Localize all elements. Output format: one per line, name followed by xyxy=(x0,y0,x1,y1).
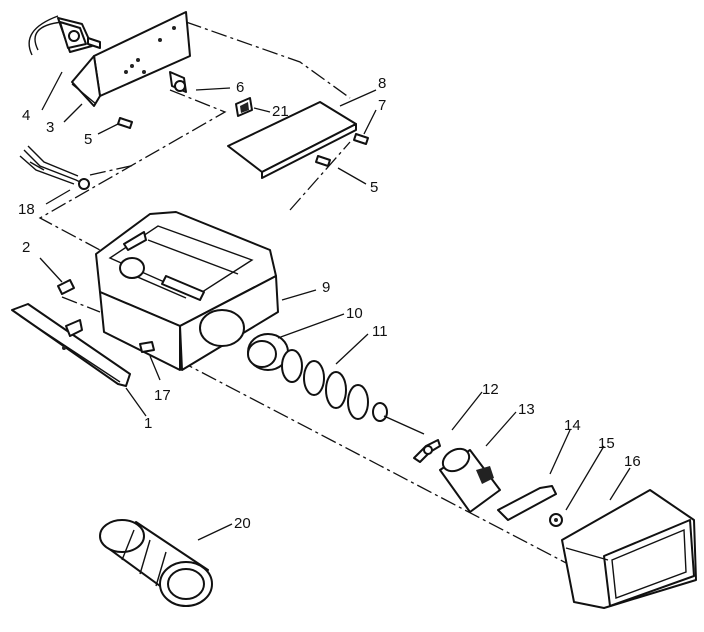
part-cover-plate xyxy=(227,101,357,179)
callout-18: 18 xyxy=(18,201,35,218)
assembly-lines xyxy=(38,21,571,566)
part-mounting-bracket xyxy=(71,11,191,107)
callout-16: 16 xyxy=(624,453,641,470)
callout-11: 11 xyxy=(372,323,388,340)
callout-15: 15 xyxy=(598,435,615,452)
callout-labels: 4 3 5 6 21 8 7 5 18 2 9 10 11 17 1 12 13… xyxy=(18,75,641,532)
callout-9: 9 xyxy=(322,279,330,296)
part-clip xyxy=(169,71,187,93)
part-motor xyxy=(28,15,101,56)
callout-14: 14 xyxy=(564,417,581,434)
part-screw-17 xyxy=(139,341,155,353)
part-drum xyxy=(99,519,213,607)
callout-2: 2 xyxy=(22,239,30,256)
callout-5-upper: 5 xyxy=(84,131,92,148)
part-block xyxy=(235,97,253,117)
part-screw-2 xyxy=(57,279,75,295)
callout-6: 6 xyxy=(236,79,244,96)
callout-17: 17 xyxy=(154,387,171,404)
part-front-housing xyxy=(561,489,697,609)
part-cylinder xyxy=(439,447,501,513)
callout-10: 10 xyxy=(346,305,363,322)
part-blade xyxy=(413,439,441,463)
callout-4: 4 xyxy=(22,107,30,124)
part-screws xyxy=(117,117,369,167)
part-end-cap xyxy=(247,333,289,371)
callout-leaders xyxy=(39,71,631,541)
part-bin-housing xyxy=(95,211,279,371)
callout-5-lower: 5 xyxy=(370,179,378,196)
callout-1: 1 xyxy=(144,415,152,432)
part-wire-harness xyxy=(19,145,90,190)
callout-13: 13 xyxy=(518,401,535,418)
part-rail xyxy=(11,303,131,387)
callout-21: 21 xyxy=(272,103,289,120)
part-bracket-14 xyxy=(497,485,557,521)
callout-12: 12 xyxy=(482,381,499,398)
callout-8: 8 xyxy=(378,75,386,92)
callout-20: 20 xyxy=(234,515,251,532)
callout-3: 3 xyxy=(46,119,54,136)
part-nut xyxy=(549,513,563,527)
part-auger-spring xyxy=(281,349,425,435)
callout-7: 7 xyxy=(378,97,386,114)
